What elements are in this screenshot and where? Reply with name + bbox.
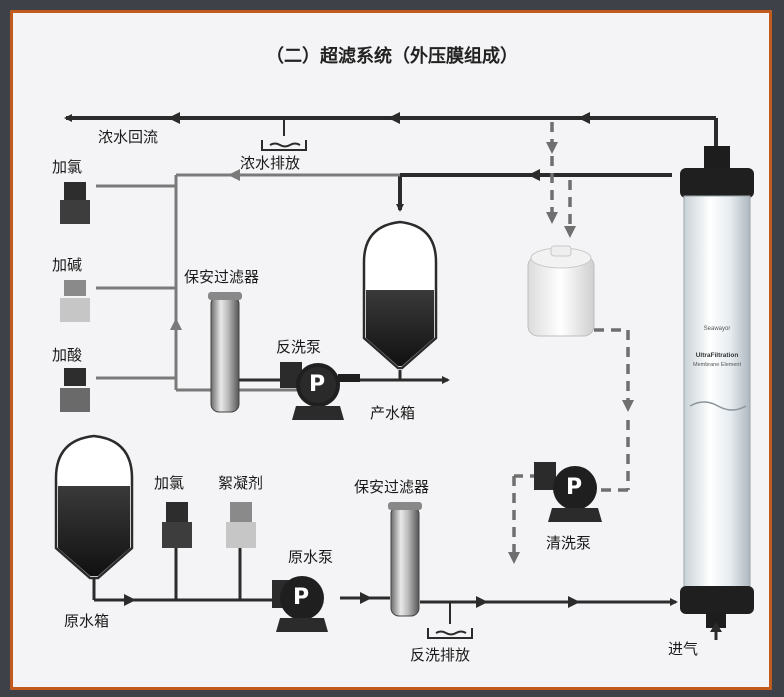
chlorine-dosing-unit-top	[60, 182, 90, 224]
product-tank-label: 产水箱	[370, 404, 416, 422]
concentrate-return-label: 浓水回流	[98, 128, 159, 146]
flow-arrows-top	[168, 112, 590, 124]
cleaning-pump-label: 清洗泵	[546, 534, 592, 552]
raw-pump-graphic	[272, 576, 328, 632]
cleaning-dashed-lines	[512, 122, 630, 560]
add-alkali-label: 加碱	[52, 256, 83, 274]
concentrate-return-line	[64, 114, 718, 150]
security-filter-top	[208, 292, 242, 413]
add-chlorine-bottom-label: 加氯	[154, 474, 185, 492]
manifold-left-arrow	[228, 169, 240, 181]
raw-flow-arrows	[124, 592, 580, 608]
raw-tank-label: 原水箱	[64, 612, 110, 630]
flocculant-dosing-unit	[226, 502, 256, 548]
chlorine-dosing-unit-bottom	[162, 502, 192, 548]
security-filter-bottom-label: 保安过滤器	[354, 478, 430, 496]
backwash-discharge-funnel	[427, 602, 473, 639]
acid-dosing-unit	[60, 368, 90, 412]
security-filter-bottom	[388, 502, 422, 617]
membrane-model: UltraFiltration	[696, 352, 739, 359]
concentrate-discharge-label: 浓水排放	[240, 154, 301, 172]
security-filter-top-label: 保安过滤器	[184, 268, 260, 286]
backwash-pump-p: P	[309, 372, 326, 397]
diagram-title: （二）超滤系统（外压膜组成）	[266, 46, 518, 67]
cleaning-tank-graphic	[527, 245, 595, 337]
membrane-subtitle: Membrane Element	[693, 362, 741, 368]
add-chlorine-top-label: 加氯	[52, 158, 83, 176]
cleaning-pump-graphic	[534, 462, 602, 522]
raw-tank-graphic	[54, 434, 134, 580]
air-inlet-label: 进气	[668, 640, 699, 658]
product-line	[396, 173, 672, 212]
add-acid-label: 加酸	[52, 346, 83, 364]
uf-membrane-element	[680, 146, 754, 628]
air-inlet-arrow	[710, 622, 722, 640]
raw-water-line	[92, 548, 678, 606]
alkali-dosing-unit	[60, 280, 90, 322]
product-tank-graphic	[362, 220, 438, 370]
product-flow-arrow	[528, 169, 540, 181]
raw-pump-p: P	[293, 585, 310, 610]
membrane-brand: Seawayor	[704, 326, 731, 332]
concentrate-discharge-funnel	[261, 118, 307, 151]
cleaning-arrows	[508, 142, 634, 564]
cleaning-pump-p: P	[566, 475, 583, 500]
backwash-pump-label: 反洗泵	[276, 338, 322, 356]
raw-pump-label: 原水泵	[288, 548, 334, 566]
flocculant-label: 絮凝剂	[218, 474, 264, 492]
backwash-pump-graphic	[280, 362, 360, 420]
backwash-discharge-label: 反洗排放	[410, 646, 471, 664]
manifold-up-arrow	[170, 318, 182, 330]
